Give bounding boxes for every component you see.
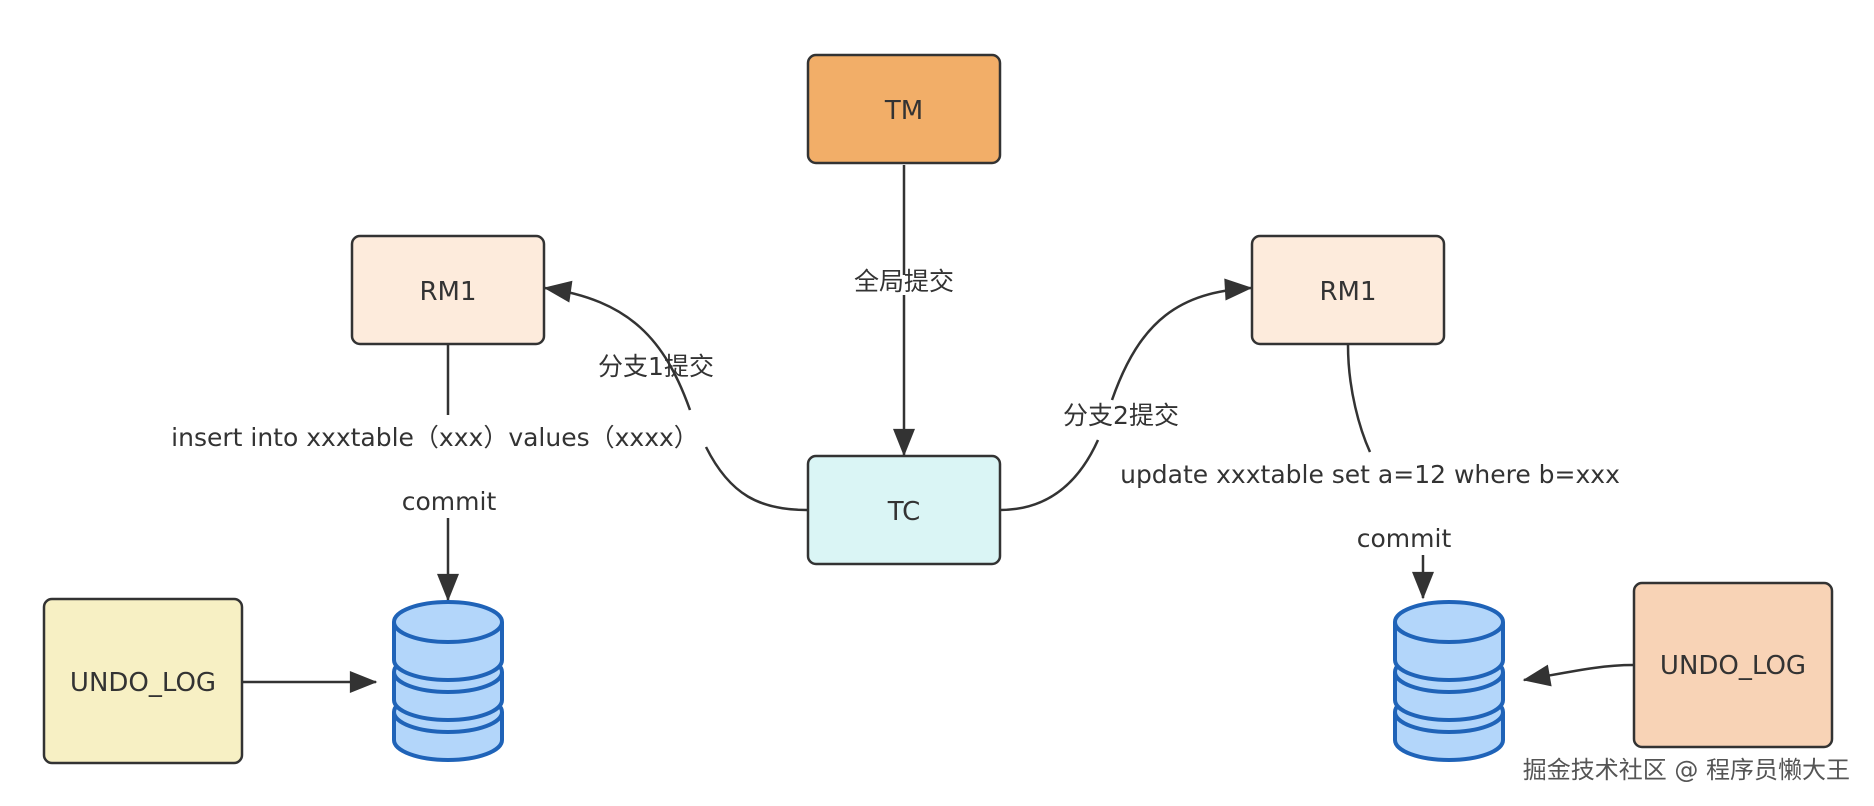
- node-undo-log-right[interactable]: UNDO_LOG: [1632, 581, 1834, 749]
- node-tm[interactable]: TM: [806, 53, 1002, 165]
- edge-label-right-sql: update xxxtable set a=12 where b=xxx: [1120, 460, 1620, 489]
- edge-rm1-left-to-db-left: insert into xxxtable（xxx）values（xxxx） co…: [171, 345, 699, 602]
- node-rm1-left-label: RM1: [419, 277, 476, 307]
- edge-label-right-commit: commit: [1357, 524, 1452, 553]
- node-undo-log-left-box: [42, 597, 244, 765]
- node-undo-log-left[interactable]: UNDO_LOG: [42, 597, 244, 765]
- edge-undo-right-to-db-right: [1522, 663, 1634, 687]
- node-rm1-right-box: [1250, 234, 1446, 346]
- watermark-text: 掘金技术社区 @ 程序员懒大王: [1523, 756, 1850, 784]
- node-undo-log-right-box: [1632, 581, 1834, 749]
- node-rm1-right[interactable]: RM1: [1250, 234, 1446, 346]
- node-tm-box: [806, 53, 1002, 165]
- node-rm1-left-box: [350, 234, 546, 346]
- edge-label-branch2-commit: 分支2提交: [1063, 401, 1179, 430]
- edge-tc-to-rm1-left: 分支1提交: [543, 280, 808, 512]
- database-right-icon[interactable]: [1393, 600, 1505, 762]
- database-left-icon[interactable]: [392, 600, 504, 762]
- edge-rm1-right-to-db-right: update xxxtable set a=12 where b=xxx com…: [1120, 344, 1620, 600]
- node-tm-label: TM: [884, 96, 923, 126]
- node-rm1-right-label: RM1: [1319, 277, 1376, 307]
- edge-label-global-commit: 全局提交: [854, 267, 954, 296]
- node-tc[interactable]: TC: [806, 454, 1002, 566]
- node-tc-label: TC: [887, 497, 921, 527]
- edge-label-left-commit: commit: [402, 487, 497, 516]
- edge-label-branch1-commit: 分支1提交: [598, 352, 714, 381]
- node-rm1-left[interactable]: RM1: [350, 234, 546, 346]
- node-undo-log-left-label: UNDO_LOG: [70, 668, 216, 698]
- edge-tc-to-rm1-right: 分支2提交: [999, 278, 1253, 512]
- edge-label-left-sql: insert into xxxtable（xxx）values（xxxx）: [171, 423, 699, 452]
- node-tc-box: [806, 454, 1002, 566]
- node-undo-log-right-label: UNDO_LOG: [1660, 651, 1806, 681]
- edge-tm-to-tc: 全局提交: [854, 165, 954, 457]
